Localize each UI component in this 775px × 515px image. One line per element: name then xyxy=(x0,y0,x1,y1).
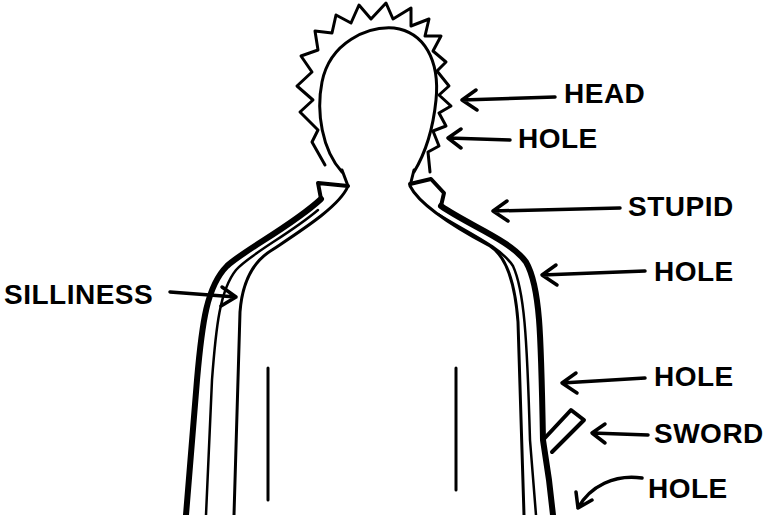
coat-edge xyxy=(438,214,536,515)
arm-line xyxy=(267,368,270,500)
callout-label: HOLE xyxy=(648,474,728,504)
callout-label: SILLINESS xyxy=(4,280,153,310)
callout-label: STUPID xyxy=(628,192,734,222)
coat-outline xyxy=(186,199,321,515)
arm-line xyxy=(455,368,458,490)
callout-label: HEAD xyxy=(564,79,645,109)
spiky-hair xyxy=(297,3,451,172)
coat-edge xyxy=(206,210,318,515)
sword-hilt xyxy=(543,410,584,452)
callout-label: SWORD xyxy=(654,419,764,449)
coat-outline xyxy=(441,206,553,515)
callout-label: HOLE xyxy=(654,362,734,392)
leader-arrow xyxy=(170,90,648,508)
head-outline xyxy=(320,28,437,172)
callout-label: HOLE xyxy=(654,257,734,287)
coat-collar xyxy=(410,179,444,206)
callout-label: HOLE xyxy=(518,124,598,154)
